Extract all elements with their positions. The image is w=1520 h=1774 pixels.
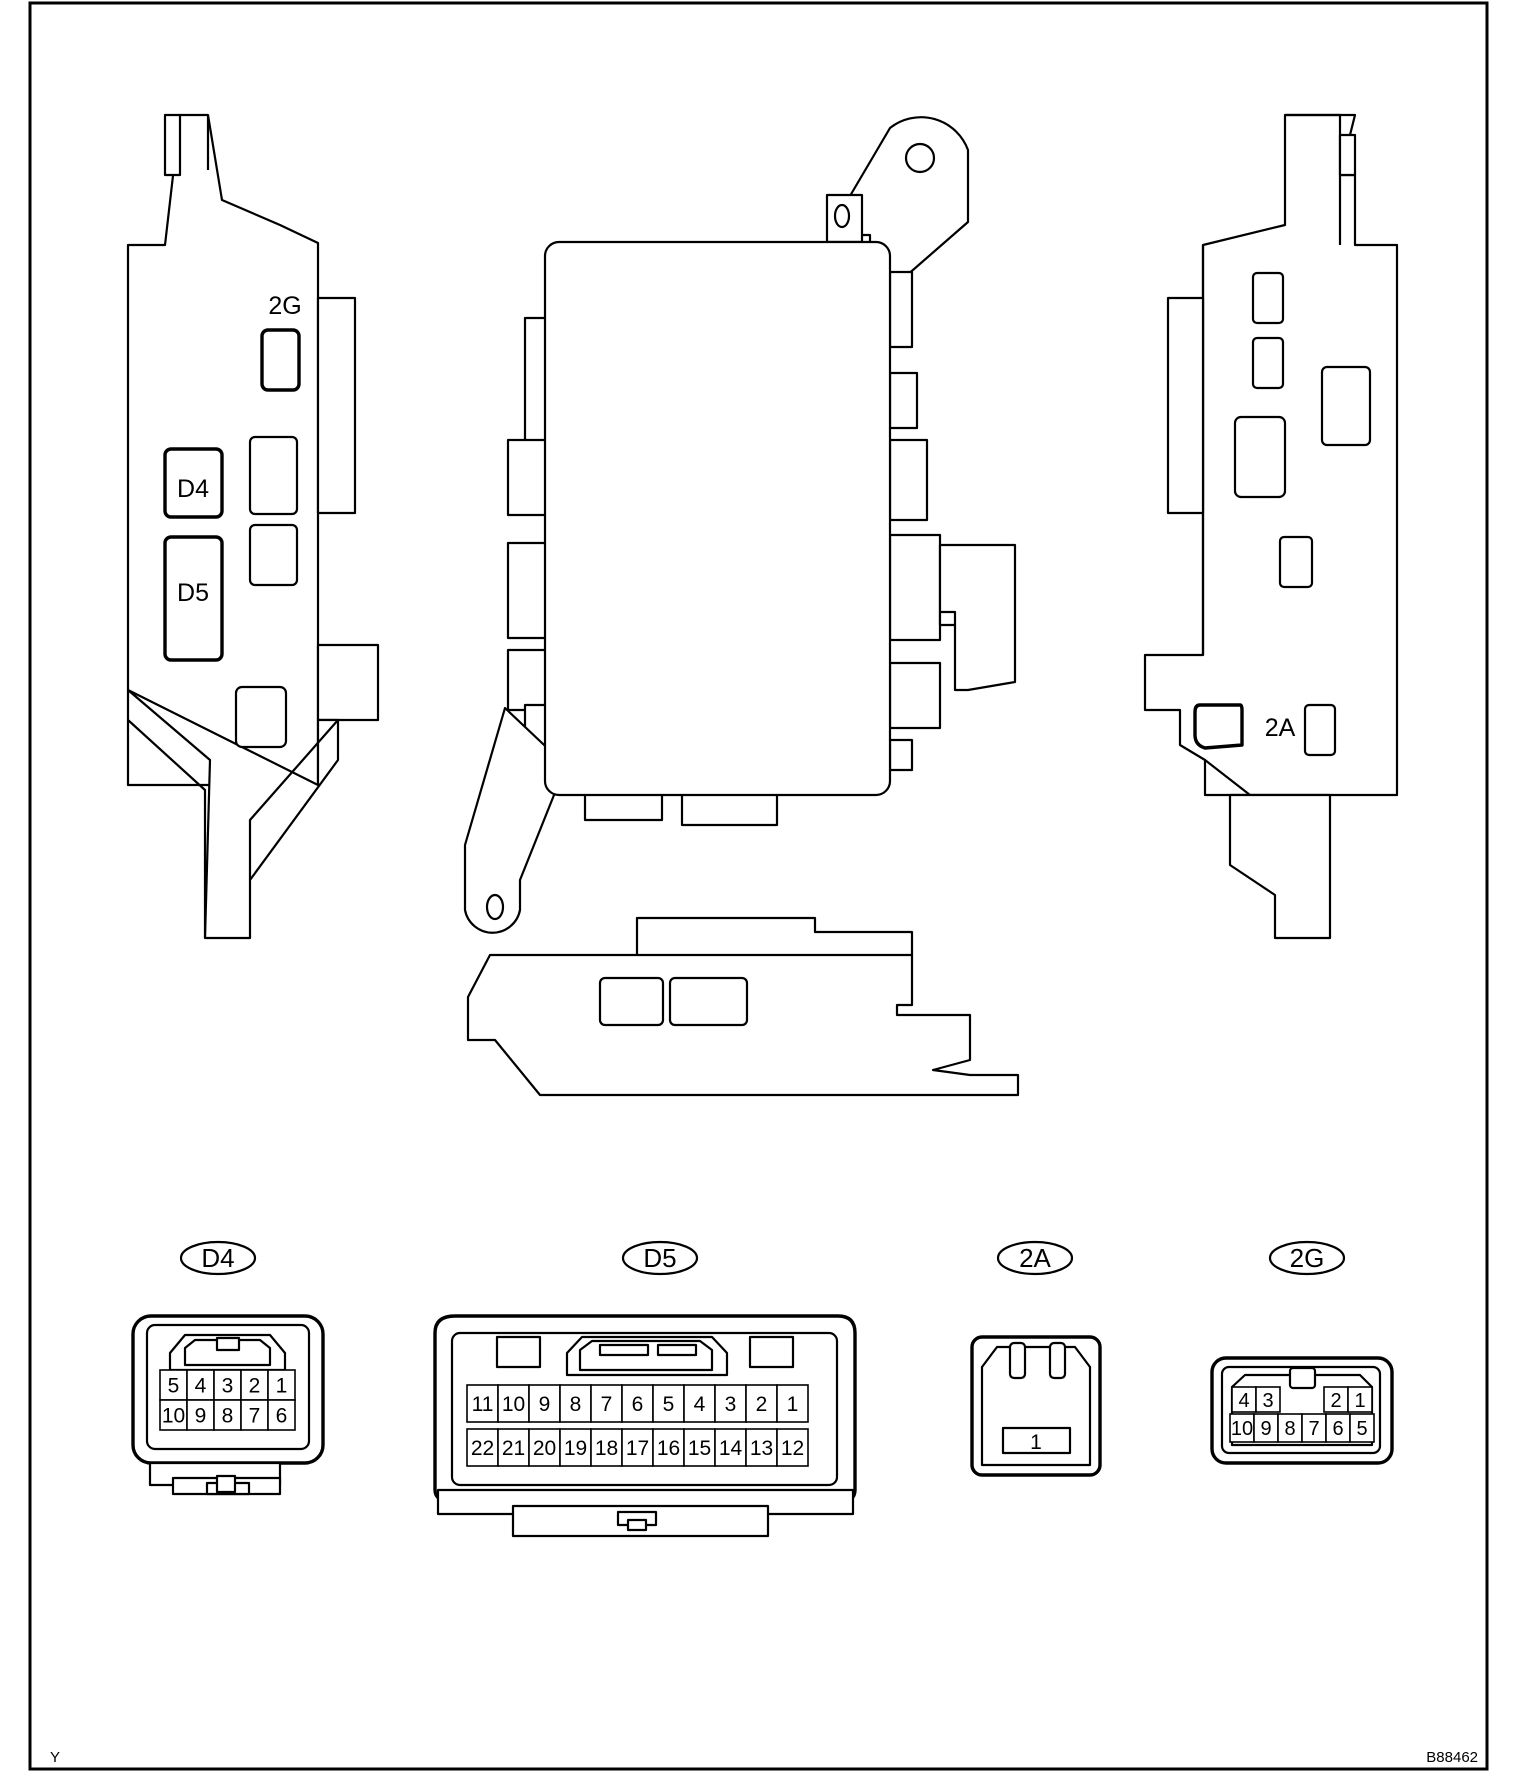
d5-pin-label: 13 [750,1437,773,1460]
d5-pin-cell [652,1428,685,1467]
d4-pin-cell [159,1399,188,1431]
d5-pin-cell [528,1428,561,1467]
left-2g-label: 2G [268,292,301,320]
connector-d4-title: D4 [201,1243,234,1273]
left-d5-label: D5 [177,579,209,607]
center-front-view [463,116,1017,934]
d5-pin-label: 14 [719,1437,743,1460]
2a-pin-1 [1001,1426,1072,1455]
2g-pin-cell [1349,1413,1375,1443]
figure-id: B88462 [1426,1749,1478,1766]
2g-pin-label: 7 [1308,1418,1319,1440]
d4-pin-cell [240,1399,269,1431]
2g-pin-label: 1 [1354,1390,1365,1412]
d5-pin-cell [776,1384,809,1423]
d5-pin-cell [621,1384,654,1423]
connector-2g-title: 2G [1290,1243,1325,1273]
2g-pin-cell [1255,1386,1281,1413]
d4-pin-label: 4 [195,1375,207,1398]
d5-pin-label: 18 [595,1437,618,1460]
page-frame [28,1,1489,1771]
d4-pin-label: 6 [276,1405,288,1428]
d5-pin-label: 12 [781,1437,804,1460]
d5-pin-label: 8 [570,1393,582,1416]
d5-pin-cell [776,1428,809,1467]
d5-pin-cell [714,1428,747,1467]
2g-pin-label: 4 [1238,1390,1249,1412]
left-d4-label: D4 [177,475,209,503]
d5-pin-label: 22 [471,1437,494,1460]
d4-pin-label: 3 [222,1375,234,1398]
d4-pin-label: 5 [168,1375,180,1398]
d5-pin-cell [559,1428,592,1467]
d4-pin-label: 1 [276,1375,288,1398]
d4-pin-cell [267,1369,296,1401]
d5-pin-cell [497,1428,530,1467]
left-side-view: 2G D4 D5 [126,113,380,940]
d5-pin-label: 11 [472,1393,494,1416]
d5-pin-label: 3 [725,1393,737,1416]
d5-pin-label: 4 [694,1393,706,1416]
2g-pin-label: 2 [1330,1390,1341,1412]
d5-pin-cell [652,1384,685,1423]
2g-pin-cell [1231,1386,1257,1413]
d4-pin-label: 8 [222,1405,234,1428]
d5-pin-cell [497,1384,530,1423]
d4-pin-label: 7 [249,1405,261,1428]
d5-pin-label: 7 [601,1393,613,1416]
2g-pin-label: 3 [1262,1390,1273,1412]
2g-pin-label: 10 [1231,1418,1253,1440]
d4-pin-cell [213,1399,242,1431]
relay-block-body [543,240,892,797]
d4-pin-label: 2 [249,1375,261,1398]
d4-pin-cell [186,1399,215,1431]
d4-pin-cell [240,1369,269,1401]
connector-2a: 2A 1 [970,1240,1102,1477]
connector-d5-title: D5 [643,1243,676,1273]
d5-pin-label: 1 [787,1393,799,1416]
2g-pin-label: 6 [1332,1418,1343,1440]
2g-pin-label: 5 [1356,1418,1367,1440]
d5-pin-cell [559,1384,592,1423]
d5-pin-label: 6 [632,1393,644,1416]
d5-pin-label: 17 [626,1437,649,1460]
d4-pin-cell [267,1399,296,1431]
right-2a-label: 2A [1265,714,1296,742]
d5-pin-label: 10 [502,1393,525,1416]
d5-pin-label: 19 [564,1437,587,1460]
d4-pin-label: 9 [195,1405,207,1428]
2g-pin-label: 9 [1260,1418,1271,1440]
d4-pin-label: 10 [162,1405,185,1428]
left-d4-socket [163,447,224,519]
corner-label: Y [50,1749,60,1766]
d5-pin-cell [466,1428,499,1467]
d5-pin-label: 20 [533,1437,556,1460]
bottom-view [466,916,1020,1097]
left-2g-socket [260,328,301,392]
d5-pin-label: 15 [688,1437,711,1460]
d5-pin-label: 2 [756,1393,768,1416]
2g-pin-cell [1347,1386,1373,1413]
right-2a-socket [1193,703,1244,750]
connector-2a-title: 2A [1019,1243,1051,1273]
d5-pin-label: 21 [502,1437,525,1460]
2a-pin-1-label: 1 [1030,1431,1042,1454]
d5-pin-label: 9 [539,1393,551,1416]
d5-pin-label: 5 [663,1393,675,1416]
right-side-view: 2A [1143,113,1399,940]
left-d5-socket [163,535,224,662]
2g-pin-label: 8 [1284,1418,1295,1440]
d5-pin-label: 16 [657,1437,680,1460]
d5-pin-cell [683,1384,716,1423]
